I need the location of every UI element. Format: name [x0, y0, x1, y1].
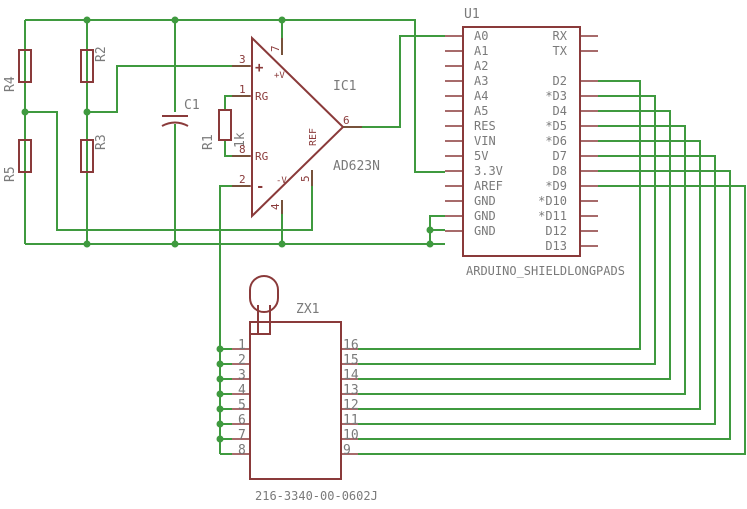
ic1-rg2-label: RG: [255, 150, 268, 163]
pin-label: RX: [553, 29, 568, 43]
pin-label: VIN: [474, 134, 496, 148]
ic1-pin4: 4: [269, 203, 282, 210]
pin-label: 3: [238, 368, 246, 383]
pin-label: D7: [553, 149, 567, 163]
pin-label: 10: [343, 428, 359, 443]
gnd-tie-wire: [429, 215, 445, 244]
pin-label: A2: [474, 59, 488, 73]
ic1-pin6: 6: [343, 114, 350, 127]
pin3-wire: [87, 65, 250, 113]
ic1-pin5: 5: [299, 175, 312, 182]
r1-label: R1: [201, 134, 216, 150]
pin-label: GND: [474, 224, 496, 238]
junction-dots: [21, 16, 434, 443]
pin-label: TX: [553, 44, 568, 58]
u1-value: ARDUINO_SHIELDLONGPADS: [466, 264, 625, 278]
pin-label: 1: [238, 338, 246, 353]
pin-label: A1: [474, 44, 488, 58]
resistor-r4: R4: [3, 49, 32, 92]
ic1-pin7: 7: [269, 45, 282, 52]
pin-label: 13: [343, 383, 359, 398]
r4-r5-mid-wire: [25, 111, 313, 231]
r1-top-wire: [224, 95, 250, 110]
pin-label: 15: [343, 353, 359, 368]
r2-label: R2: [94, 46, 109, 62]
pin-label: 5V: [474, 149, 488, 163]
pin-label: A5: [474, 104, 488, 118]
arduino-u1: U1 ARDUINO_SHIELDLONGPADS A0A1A2A3A4A5RE…: [445, 7, 625, 278]
ic1-pin1: 1: [239, 83, 246, 96]
pin-label: 4: [238, 383, 246, 398]
pin-label: D12: [545, 224, 567, 238]
pin-label: 11: [343, 413, 359, 428]
zx1-digital-bus: [358, 80, 746, 455]
r5-label: R5: [3, 166, 18, 182]
ic1-pin2: 2: [239, 173, 246, 186]
ic1-plus-sign: +: [255, 60, 263, 76]
pin-label: D13: [545, 239, 567, 253]
r4-label: R4: [3, 76, 18, 92]
pin-label: *D5: [545, 119, 567, 133]
c1-label: C1: [184, 98, 200, 113]
pin-label: GND: [474, 209, 496, 223]
ic1-rg1-label: RG: [255, 90, 268, 103]
wires: [24, 19, 746, 455]
pin-label: 12: [343, 398, 359, 413]
resistor-r1: R1 1k: [201, 109, 248, 150]
resistor-r5: R5: [3, 139, 32, 182]
capacitor-c1: C1: [161, 98, 200, 127]
ic1-vminus-label: -V: [276, 176, 287, 186]
ic1-vplus-label: +V: [274, 71, 285, 81]
pin-label: 9: [343, 443, 351, 458]
pin-label: 5: [238, 398, 246, 413]
zx1-name: ZX1: [296, 302, 319, 317]
top-rail-wire: [25, 19, 445, 173]
pin-label: 3.3V: [474, 164, 503, 178]
pin-label: D2: [553, 74, 567, 88]
pin-label: 8: [238, 443, 246, 458]
ic1-name: IC1: [333, 79, 356, 94]
pin-label: A3: [474, 74, 488, 88]
pin-label: GND: [474, 194, 496, 208]
ic1-value: AD623N: [333, 159, 380, 174]
pin-label: *D3: [545, 89, 567, 103]
r3-label: R3: [94, 134, 109, 150]
pin-label: 2: [238, 353, 246, 368]
pin-label: A0: [474, 29, 488, 43]
ic1-pin3: 3: [239, 53, 246, 66]
ic1-ref-label: REF: [308, 128, 319, 146]
pin-label: 6: [238, 413, 246, 428]
pin-label: D4: [553, 104, 567, 118]
pin-label: *D10: [538, 194, 567, 208]
ic1-output-wire: [343, 35, 445, 128]
pin-label: *D11: [538, 209, 567, 223]
pin-label: *D9: [545, 179, 567, 193]
pin-label: *D6: [545, 134, 567, 148]
pin-label: A4: [474, 89, 488, 103]
op-amp-ic1: 3 1 8 2 6 7 4 5 + - RG RG +V -V REF IC1 …: [232, 35, 380, 219]
ic1-pin8: 8: [239, 143, 246, 156]
resistor-r2: R2: [80, 46, 109, 83]
pin-label: 14: [343, 368, 359, 383]
pin-label: 7: [238, 428, 246, 443]
pin-label: D8: [553, 164, 567, 178]
r1-value: 1k: [233, 132, 248, 148]
u1-name: U1: [464, 7, 480, 22]
pin-label: 16: [343, 338, 359, 353]
pin-label: AREF: [474, 179, 503, 193]
zx1-value: 216-3340-00-0602J: [255, 489, 378, 503]
resistor-r3: R3: [80, 134, 109, 173]
pin-label: RES: [474, 119, 496, 133]
ic1-minus-sign: -: [256, 179, 264, 195]
